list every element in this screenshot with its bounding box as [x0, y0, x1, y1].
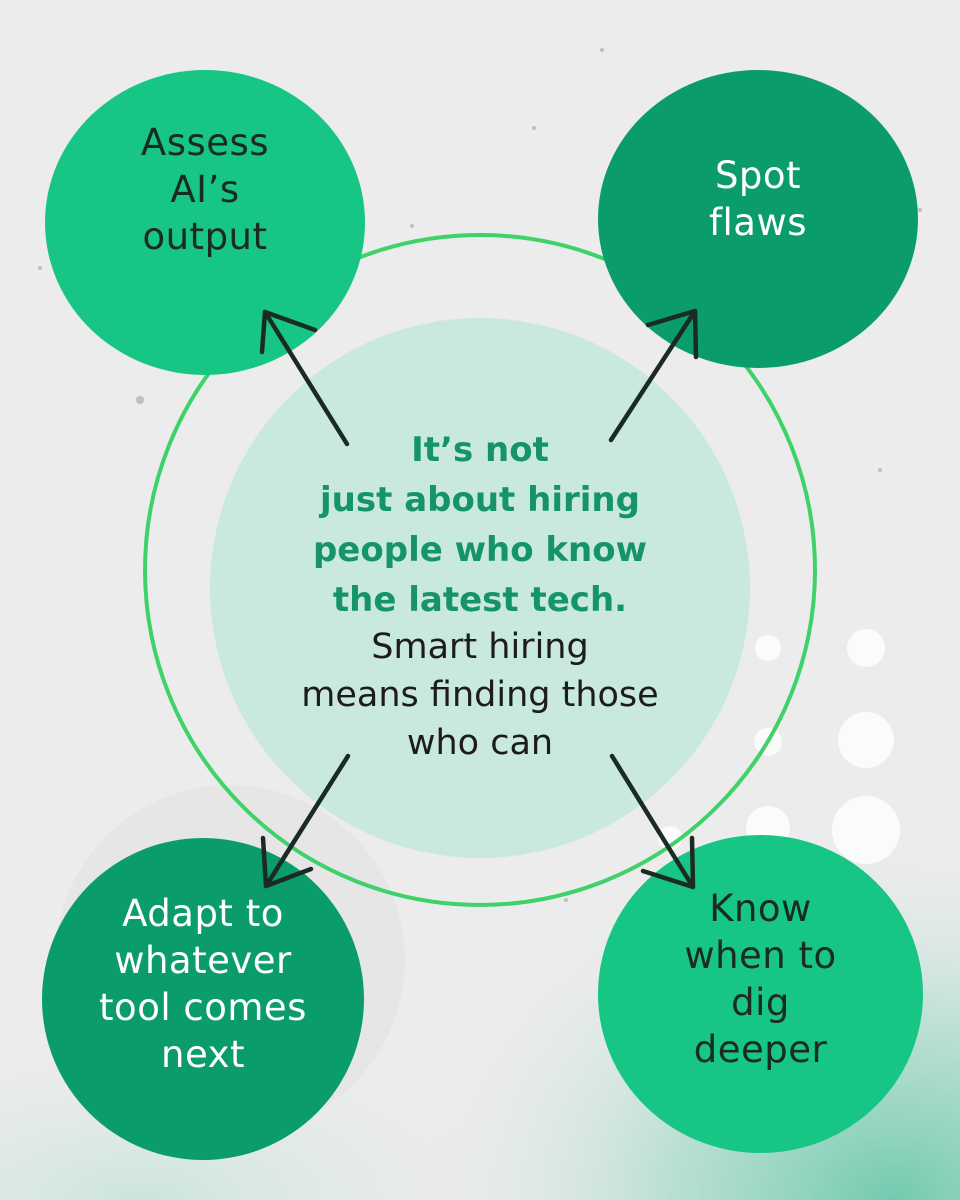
node-adapt-label: Adapt to whatever tool comes next: [99, 892, 307, 1076]
arrow-down-right-icon: [609, 753, 696, 890]
node-know: Know when to dig deeper: [598, 835, 923, 1153]
node-assess: Assess AI’s output: [45, 70, 365, 375]
outer-ring: [143, 233, 817, 907]
arrow-up-left-icon: [259, 309, 350, 447]
speckles: [38, 48, 922, 902]
node-know-label: Know when to dig deeper: [684, 887, 837, 1071]
arrow-up-right-icon: [608, 308, 699, 443]
center-body: Smart hiring means finding those who can: [301, 627, 659, 763]
node-adapt: Adapt to whatever tool comes next: [42, 838, 364, 1160]
center-heading: It’s not just about hiring people who kn…: [312, 430, 648, 620]
decorative-dots: [658, 629, 900, 864]
center-circle: [210, 318, 750, 858]
node-spot: Spot flaws: [598, 70, 918, 368]
node-assess-label: Assess AI’s output: [140, 121, 270, 258]
arrow-down-left-icon: [260, 753, 351, 889]
node-spot-label: Spot flaws: [708, 154, 808, 244]
